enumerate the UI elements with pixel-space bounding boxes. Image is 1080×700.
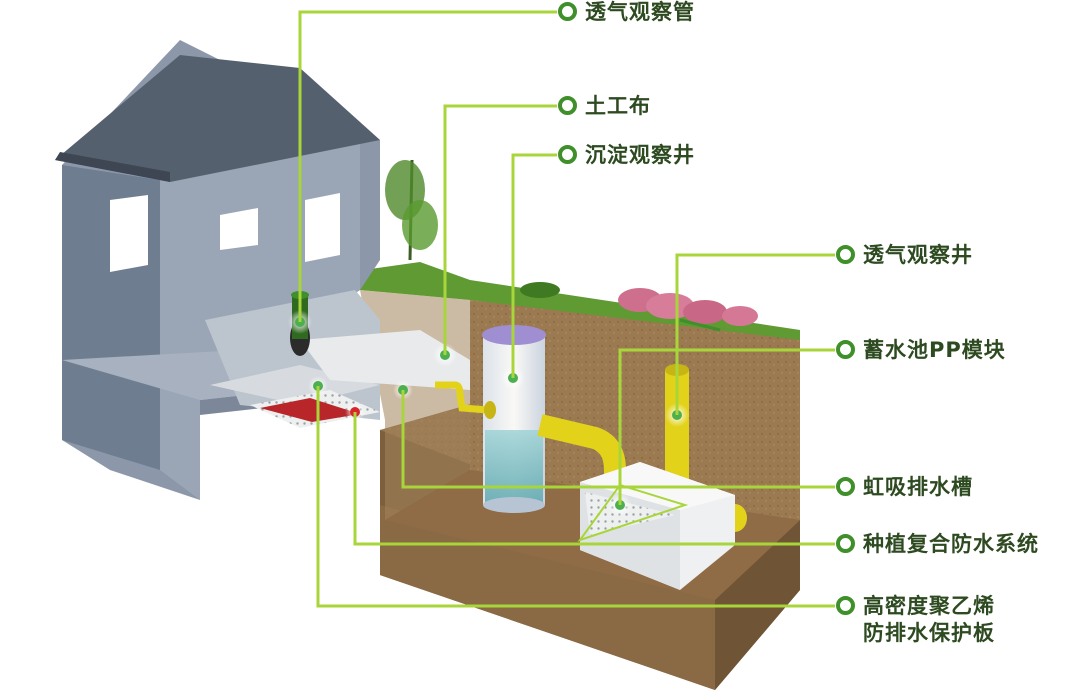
label-siphon-drainage-channel: 虹吸排水槽 (836, 474, 973, 501)
house-cutaway (55, 40, 380, 500)
marker-icon (558, 145, 577, 164)
leader-siphon-channel (401, 390, 835, 489)
leader-settling-well (511, 153, 557, 378)
pp-module-outline (577, 483, 689, 542)
marker-icon (836, 477, 855, 496)
label-vent-observation-well: 透气观察井 (836, 242, 973, 269)
label-planting-waterproof-system: 种植复合防水系统 (836, 531, 1039, 558)
shrubs (234, 159, 758, 326)
label-settling-observation-well: 沉淀观察井 (558, 142, 695, 169)
marker-icon (558, 2, 577, 21)
leader-pp-module (618, 348, 835, 505)
leader-hdpe-board (316, 386, 835, 608)
leader-vent-pipe (298, 10, 557, 322)
marker-icon (836, 245, 855, 264)
label-hdpe-protection-board: 高密度聚乙烯 防排水保护板 (836, 593, 995, 647)
leader-vent-well (675, 253, 835, 415)
label-geotextile: 土工布 (558, 93, 651, 120)
leader-lines (298, 10, 835, 608)
marker-icon (836, 596, 855, 615)
marker-icon (558, 96, 577, 115)
leader-geotextile (443, 104, 557, 355)
label-vent-observation-pipe: 透气观察管 (558, 0, 695, 26)
marker-icon (836, 534, 855, 553)
label-pp-storage-module: 蓄水池PP模块 (836, 337, 1006, 364)
leader-waterproof-system (353, 412, 835, 546)
settling-well (482, 325, 546, 513)
marker-icon (836, 340, 855, 359)
